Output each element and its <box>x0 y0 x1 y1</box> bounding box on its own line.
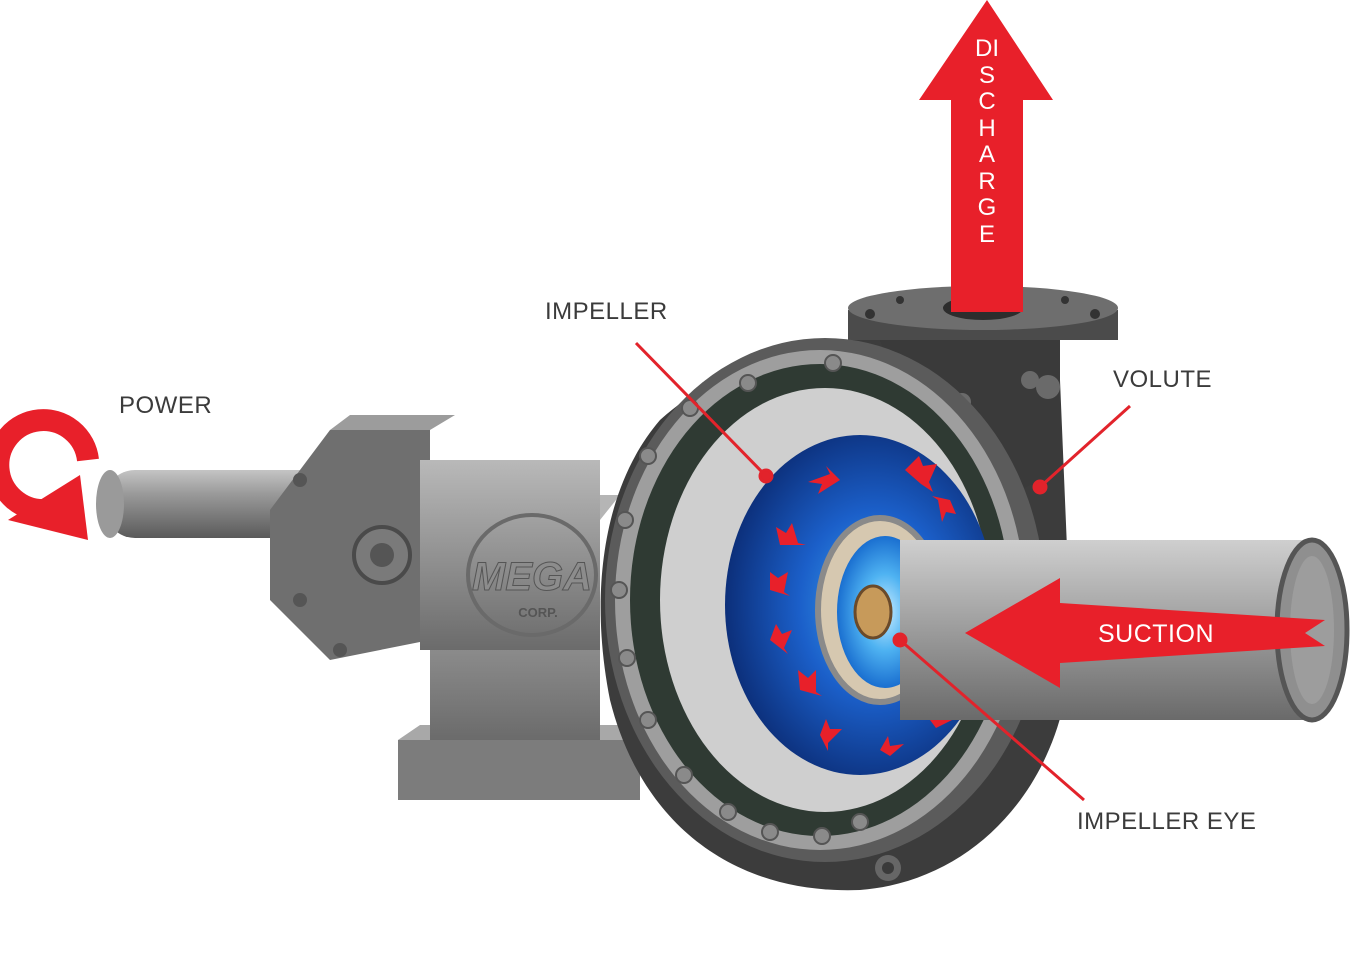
eye-leader-dot <box>892 632 908 648</box>
suction-arrow <box>965 578 1325 688</box>
volute-leader <box>1038 404 1132 489</box>
bearing-housing <box>270 415 600 660</box>
suction-label: SUCTION <box>1098 620 1214 648</box>
leader-lines <box>634 341 1132 802</box>
impeller-label: IMPELLER <box>545 298 668 325</box>
power-label: POWER <box>119 392 213 419</box>
volute-label: VOLUTE <box>1113 366 1213 393</box>
mega-logo: MEGA CORP. <box>466 513 598 637</box>
impeller-eye-label: IMPELLER EYE <box>1077 808 1257 835</box>
eye-leader <box>899 638 1085 802</box>
rotation-arrow-icon <box>0 409 99 540</box>
volute-leader-dot <box>1032 479 1048 495</box>
logo-subtext: CORP. <box>518 605 558 620</box>
logo-text: MEGA <box>472 555 592 599</box>
impeller-leader-dot <box>758 468 774 484</box>
discharge-label: DISCHARGE <box>975 35 999 248</box>
discharge-arrow <box>919 0 1053 312</box>
impeller-flow-arrows <box>770 456 956 756</box>
impeller-leader <box>634 341 768 478</box>
